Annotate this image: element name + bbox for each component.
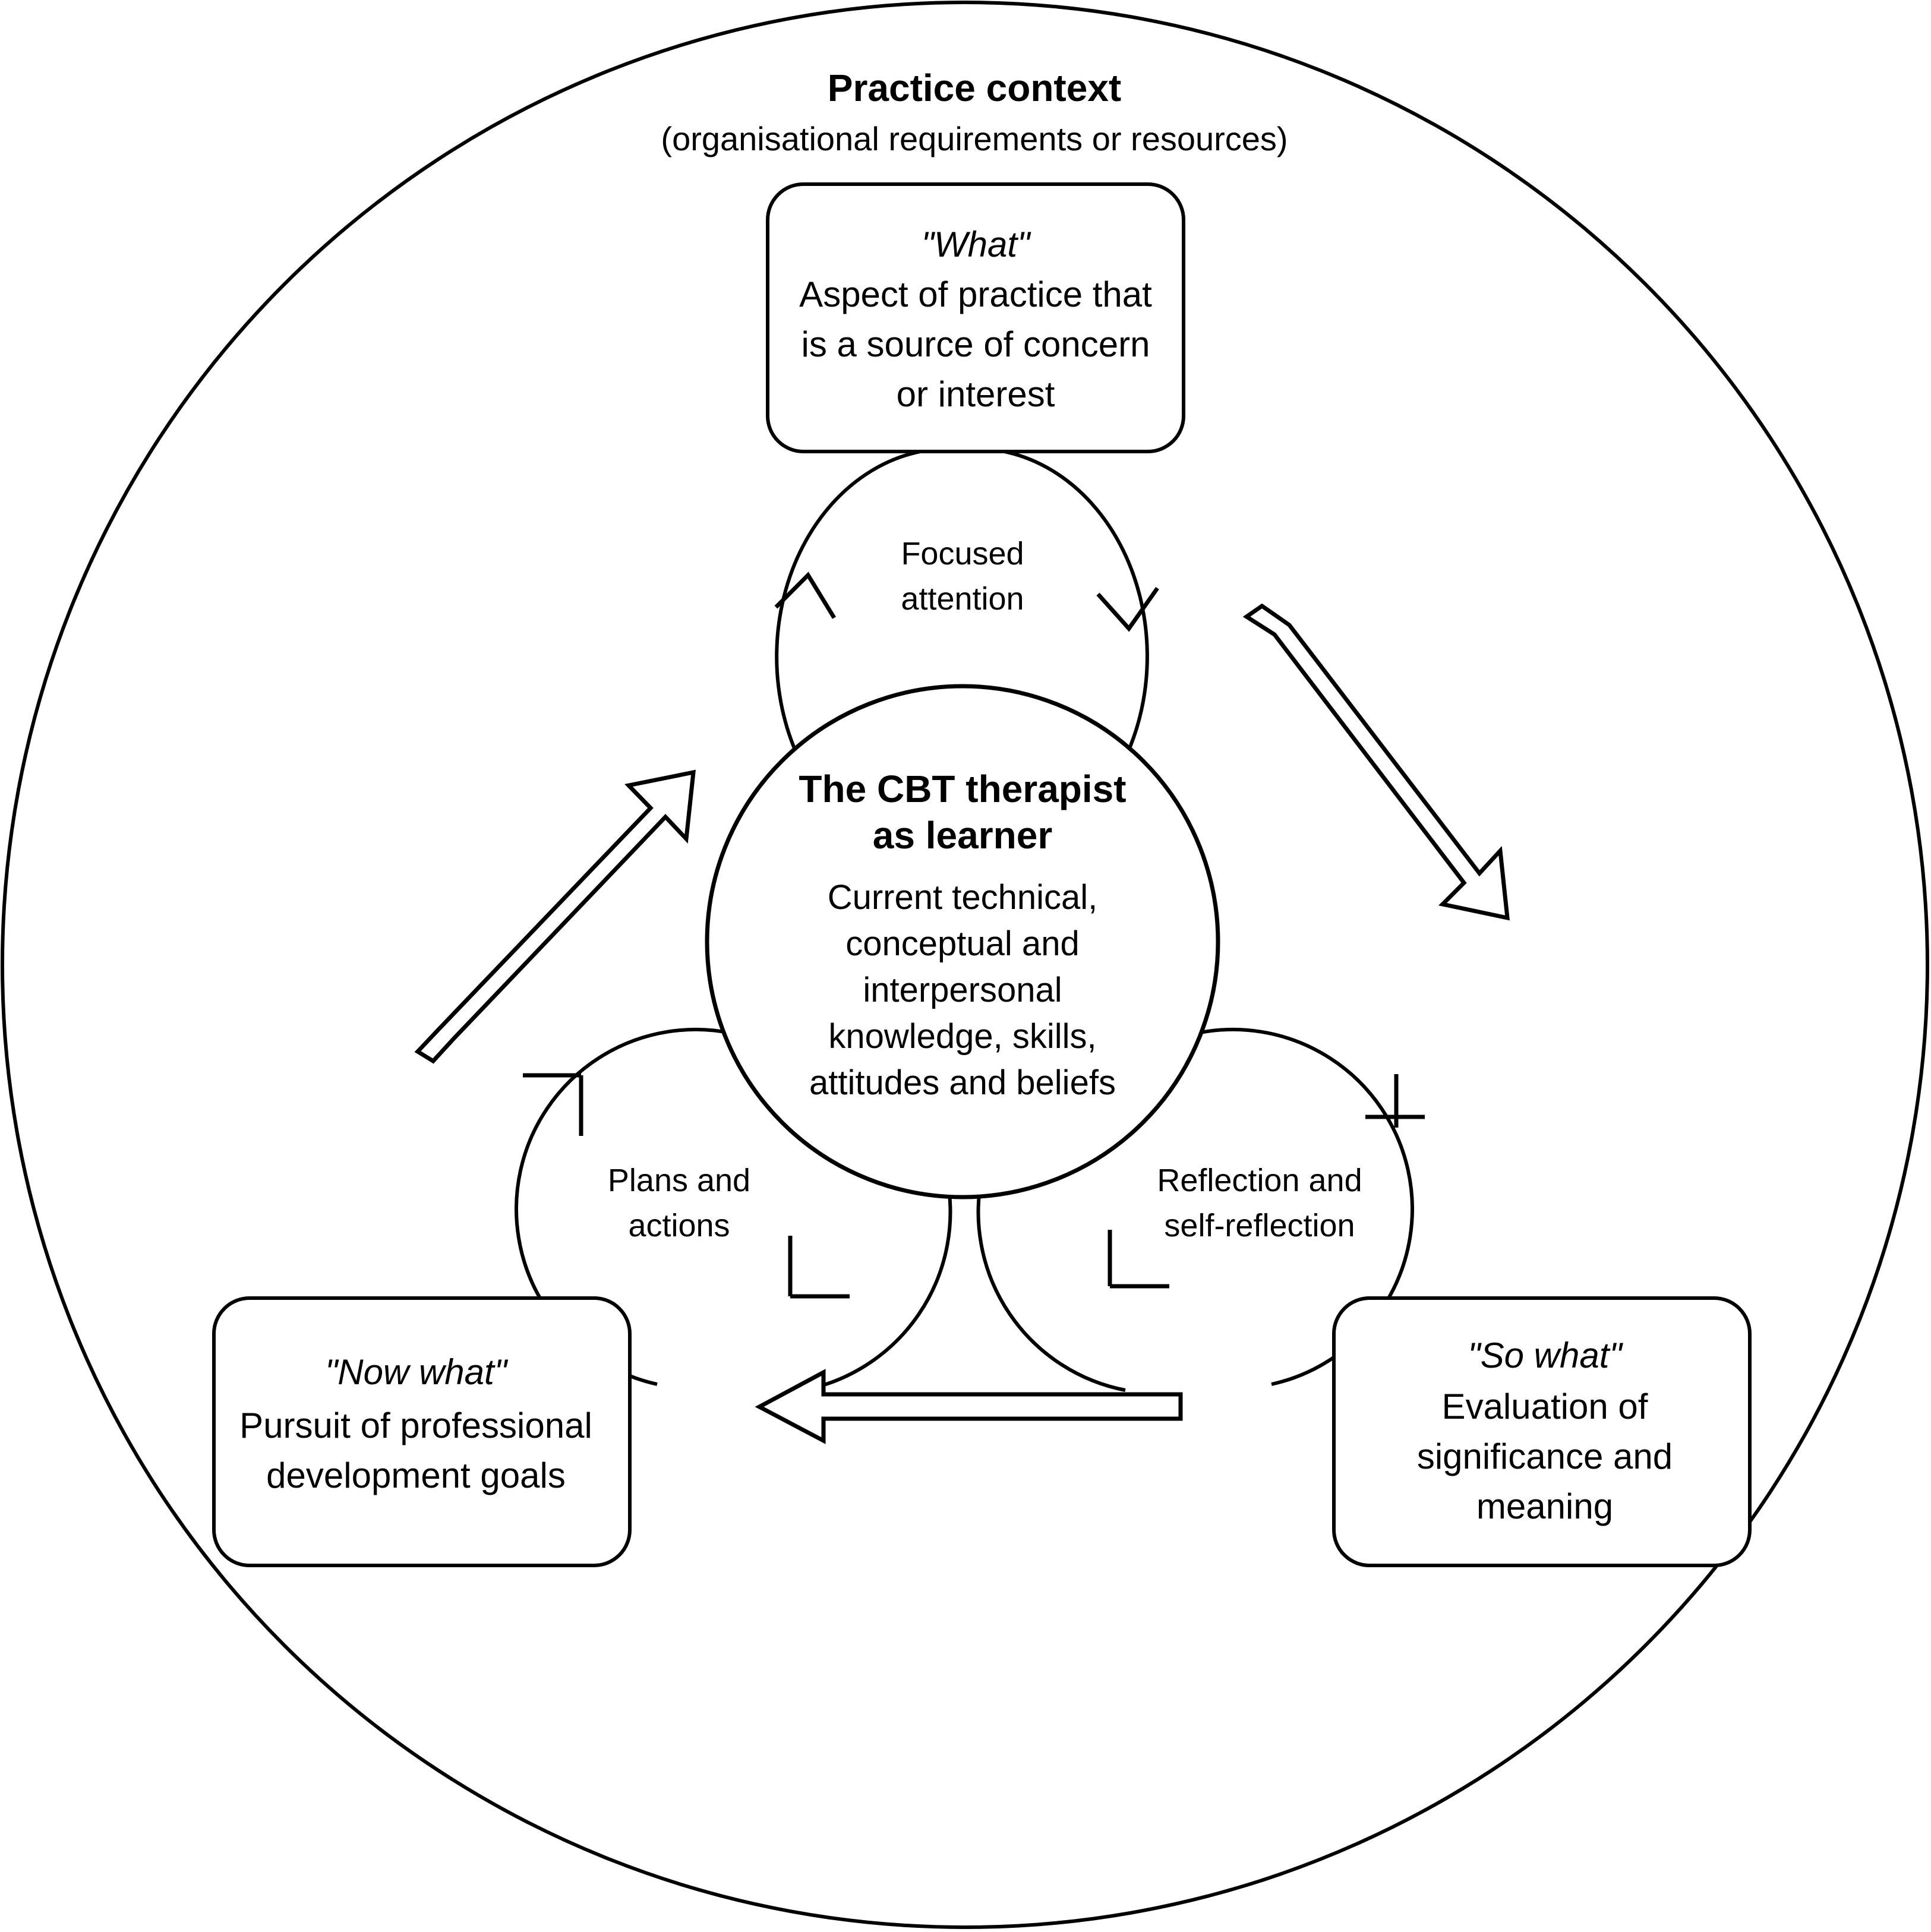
core-body-line2: conceptual and: [845, 924, 1079, 963]
reflection-arrowhead-a: [1365, 1074, 1425, 1128]
core-body-line3: interpersonal: [863, 971, 1062, 1009]
plans-actions-arrowhead-b: [788, 1236, 850, 1299]
block-arrow-down-right: [1242, 603, 1510, 921]
node-now-what-line1: Pursuit of professional: [239, 1406, 592, 1445]
link-reflection-line2: self-reflection: [1164, 1208, 1355, 1243]
block-arrow-up-right: [414, 769, 696, 1064]
core-heading-line2: as learner: [873, 814, 1052, 857]
node-now-what-label: "Now what": [325, 1352, 509, 1392]
node-what-line2: is a source of concern: [802, 324, 1150, 364]
node-so-what-line1: Evaluation of: [1442, 1387, 1648, 1426]
node-what-line1: Aspect of practice that: [799, 274, 1152, 314]
link-plans-actions-line2: actions: [628, 1208, 730, 1243]
focused-attention-arc-right: [961, 446, 1149, 762]
link-focused-attention-line1: Focused: [901, 536, 1024, 572]
reflection-arrowhead-b: [1108, 1230, 1169, 1289]
node-now-what-line2: development goals: [266, 1456, 566, 1495]
plans-actions-arrowhead-a: [523, 1073, 583, 1136]
focused-attention-arrowhead-down: [1096, 586, 1159, 632]
node-so-what-line2: significance and: [1417, 1437, 1673, 1476]
node-what-label: "What": [922, 225, 1031, 264]
focused-attention-arrowhead-up: [774, 572, 836, 619]
practice-context-subtitle: (organisational requirements or resource…: [661, 120, 1288, 157]
core-heading-line1: The CBT therapist: [799, 768, 1126, 810]
link-reflection-line1: Reflection and: [1157, 1163, 1362, 1198]
core-body-line5: attitudes and beliefs: [809, 1063, 1116, 1102]
node-box-now-what[interactable]: [212, 1296, 632, 1567]
node-what-line3: or interest: [897, 374, 1055, 414]
link-focused-attention-line2: attention: [901, 581, 1024, 617]
node-box-so-what[interactable]: [1332, 1296, 1752, 1567]
link-plans-actions-line1: Plans and: [608, 1163, 750, 1198]
block-arrow-left: [755, 1369, 1183, 1444]
practice-context-title: Practice context: [828, 67, 1121, 109]
focused-attention-arc-left: [775, 447, 962, 762]
node-so-what-label: "So what": [1468, 1336, 1623, 1375]
node-so-what-line3: meaning: [1476, 1486, 1613, 1526]
node-box-what[interactable]: [766, 182, 1185, 453]
core-body-line4: knowledge, skills,: [828, 1017, 1096, 1056]
core-circle: [705, 684, 1220, 1199]
core-body-line1: Current technical,: [828, 878, 1098, 917]
focused-attention-loop: [774, 446, 1159, 762]
